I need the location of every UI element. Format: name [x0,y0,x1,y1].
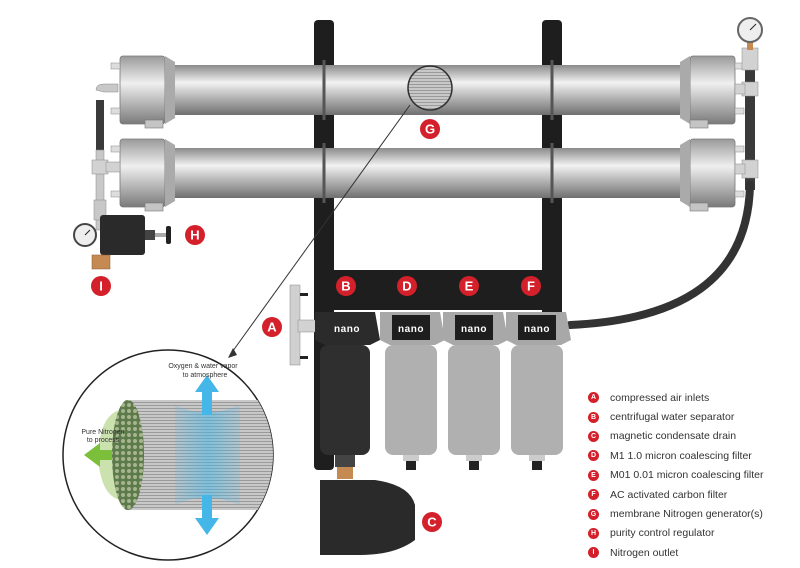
legend-label: AC activated carbon filter [610,488,728,501]
brand-logo-d: nano [398,324,424,335]
badge-a: A [262,317,282,337]
legend-badge: F [588,489,599,501]
svg-text:F: F [527,279,535,294]
membrane-tube-upper [110,55,745,129]
brand-logo-b: nano [334,324,360,335]
right-piping [734,47,759,190]
brand-logo-f: nano [524,324,550,335]
legend-badge: G [588,508,599,520]
svg-text:A: A [267,320,277,335]
svg-text:B: B [341,279,350,294]
callout-oxygen-label-2: to atmosphere [183,372,228,379]
legend-item: D M1 1.0 micron coalescing filter [588,446,800,465]
pressure-gauge-top [737,17,763,50]
filter-d-m1: nano [380,312,445,470]
badge-g: G [420,119,440,139]
badge-e: E [459,276,479,296]
badge-d: D [397,276,417,296]
legend-badge: E [588,469,599,481]
legend-label: Nitrogen outlet [610,546,679,559]
frame-straps [322,60,554,203]
svg-text:E: E [465,279,474,294]
legend-item: E M01 0.01 micron coalescing filter [588,466,800,485]
svg-text:C: C [427,515,437,530]
inlet-manifold [289,284,317,366]
membrane-magnifier [407,65,453,111]
legend-label: membrane Nitrogen generator(s) [610,508,763,521]
legend-badge: A [588,392,599,404]
nitrogen-outlet-fitting [91,254,111,270]
legend-badge: H [588,527,599,539]
svg-text:G: G [425,122,435,137]
nitrogen-arrow-left [84,443,112,467]
svg-text:H: H [190,228,199,243]
oxygen-arrow-up [195,375,219,415]
legend-label: centrifugal water separator [610,411,735,424]
callout-oxygen-label-1: Oxygen & water vapor [168,363,238,370]
badge-i: I [91,276,111,296]
svg-text:I: I [99,279,103,294]
legend-badge: D [588,450,599,462]
callout-leader-line [229,104,411,356]
callout-nitrogen-label-2: to process [87,437,120,444]
legend-label: magnetic condensate drain [610,430,737,443]
left-piping [91,83,121,231]
badge-h: H [185,225,205,245]
svg-text:D: D [402,279,411,294]
oxygen-arrow-down [195,495,219,535]
legend-label: compressed air inlets [610,391,710,404]
membrane-callout: Oxygen & water vapor to atmosphere Pure … [62,349,274,561]
legend-label: M01 0.01 micron coalescing filter [610,469,764,482]
filter-b-water-separator: nano [315,312,380,467]
legend-label: M1 1.0 micron coalescing filter [610,449,752,462]
callout-nitrogen-label-1: Pure Nitrogen [81,429,124,436]
filter-f-carbon: nano [506,312,571,470]
badge-b: B [336,276,356,296]
legend-badge: C [588,430,599,442]
legend-item: I Nitrogen outlet [588,543,800,562]
legend-item: F AC activated carbon filter [588,485,800,504]
brand-logo-e: nano [461,324,487,335]
legend-label: purity control regulator [610,527,715,540]
badge-c: C [422,512,442,532]
membrane-tube-lower [110,138,745,212]
purity-regulator [73,215,171,255]
air-hose [566,181,754,329]
legend-badge: I [588,547,599,559]
condensate-drain [320,467,415,555]
badge-f: F [521,276,541,296]
callout-arrowhead [228,348,237,358]
filter-e-m01: nano [443,312,508,470]
legend-badge: B [588,411,599,423]
